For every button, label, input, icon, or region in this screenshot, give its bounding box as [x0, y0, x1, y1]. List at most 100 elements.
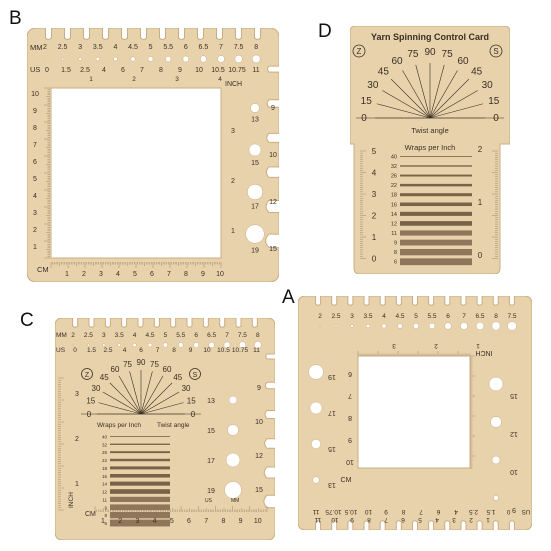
scale-value: 1	[372, 233, 377, 242]
protractor-ray	[140, 375, 164, 415]
card-c-mm-label: MM	[56, 332, 67, 339]
edge-value: 12	[255, 453, 263, 460]
us-value: 2.5	[103, 347, 112, 354]
mm-hole	[199, 55, 207, 63]
protractor-ray	[129, 371, 142, 415]
us-value: 10.5	[344, 508, 357, 515]
us-label: US	[521, 508, 531, 515]
angle-label: 30	[92, 384, 101, 393]
panel-label-a: A	[282, 287, 295, 308]
angle-label: 15	[361, 96, 373, 107]
cm-value: 9	[201, 271, 205, 278]
mm-hole	[491, 321, 501, 331]
us-value: 1.5	[486, 508, 495, 515]
us-value: 8	[401, 508, 405, 515]
wpi-bar	[110, 474, 170, 478]
mm-value: 6.5	[199, 44, 209, 51]
wpi-value: 14	[102, 482, 108, 487]
card-b-window	[50, 87, 222, 259]
wpi-value: 26	[102, 450, 108, 455]
angle-label: 60	[457, 56, 469, 67]
angle-label: 15	[488, 96, 500, 107]
mm-value: 5	[164, 332, 168, 339]
mm-hole	[208, 341, 215, 349]
mm-hole	[397, 323, 403, 329]
angle-label: 60	[163, 365, 172, 374]
mm-value: 7.5	[234, 44, 244, 51]
mm-value: 6.5	[207, 332, 216, 339]
us-value: 1.5	[87, 347, 96, 354]
mm-value: 3	[102, 332, 106, 339]
scale-value: 0	[372, 255, 377, 264]
wpi-bar	[400, 221, 472, 226]
protractor-ray	[118, 375, 142, 415]
protractor-ray	[429, 64, 445, 119]
angle-label: 75	[407, 49, 419, 60]
wpi-bar	[110, 489, 170, 494]
cm-value: 7	[384, 516, 388, 523]
cm-value: 10	[331, 516, 339, 523]
protractor-ray	[109, 382, 142, 415]
cm-value: 4	[33, 193, 37, 200]
us-value: 7	[156, 347, 160, 354]
cm-value: 10	[31, 91, 39, 98]
wpi-value: 6	[104, 521, 107, 526]
mm-hole	[87, 343, 90, 347]
cm-value: 8	[221, 518, 225, 525]
panel-label-d: D	[318, 21, 332, 42]
hole-value: 15	[510, 392, 518, 399]
mm-hole	[147, 342, 153, 348]
angle-label: 90	[137, 358, 146, 367]
card-b-inch-label: INCH	[225, 81, 242, 88]
mm-value: 7	[219, 44, 223, 51]
cm-value: 3	[99, 271, 103, 278]
card-c-cm-label: CM	[85, 511, 96, 518]
us-value: 10.5	[211, 67, 225, 74]
hole-value: 10	[510, 468, 518, 475]
wpi-value: 18	[102, 466, 108, 471]
us-value: 0	[45, 67, 49, 74]
cm-label: CM	[341, 477, 352, 484]
card-d-right-scale: 210	[478, 145, 498, 260]
angle-label: 75	[123, 360, 132, 369]
mm-hole	[217, 55, 225, 63]
protractor-ray	[102, 391, 142, 415]
mm-value: 4.5	[395, 313, 404, 320]
needle-hole	[311, 439, 321, 449]
wpi-value: 8	[394, 250, 397, 256]
hole-value: 19	[207, 488, 215, 495]
angle-label: 45	[471, 66, 483, 77]
mm-hole	[350, 324, 354, 328]
wpi-value: 16	[391, 202, 397, 208]
mm-value: 4.5	[145, 332, 154, 339]
hole-value: 13	[207, 398, 215, 405]
wpi-value: 22	[391, 183, 397, 189]
us-value: 11	[253, 347, 260, 354]
mm-hole	[130, 56, 136, 62]
wpi-value: 11	[391, 231, 397, 237]
scale-value: 2	[478, 145, 483, 154]
needle-hole	[247, 184, 263, 200]
inch-label: INCH	[475, 349, 492, 356]
mm-value: 8	[254, 44, 258, 51]
wpi-value: 12	[102, 490, 108, 495]
needle-hole	[224, 481, 242, 499]
cm-value: 8	[367, 516, 371, 523]
angle-label: 45	[378, 66, 390, 77]
us-value: 4	[454, 508, 458, 515]
mm-hole	[254, 341, 262, 349]
mm-hole	[234, 55, 243, 63]
mm-value: 5.5	[176, 332, 185, 339]
us-value: 10	[203, 347, 211, 354]
mm-value: 2	[318, 313, 322, 320]
wpi-bar	[400, 249, 472, 256]
wpi-value: 9	[104, 505, 107, 510]
hole-value: 15	[328, 445, 336, 452]
mm-hole	[113, 56, 118, 62]
mm-value: 4.5	[128, 44, 138, 51]
